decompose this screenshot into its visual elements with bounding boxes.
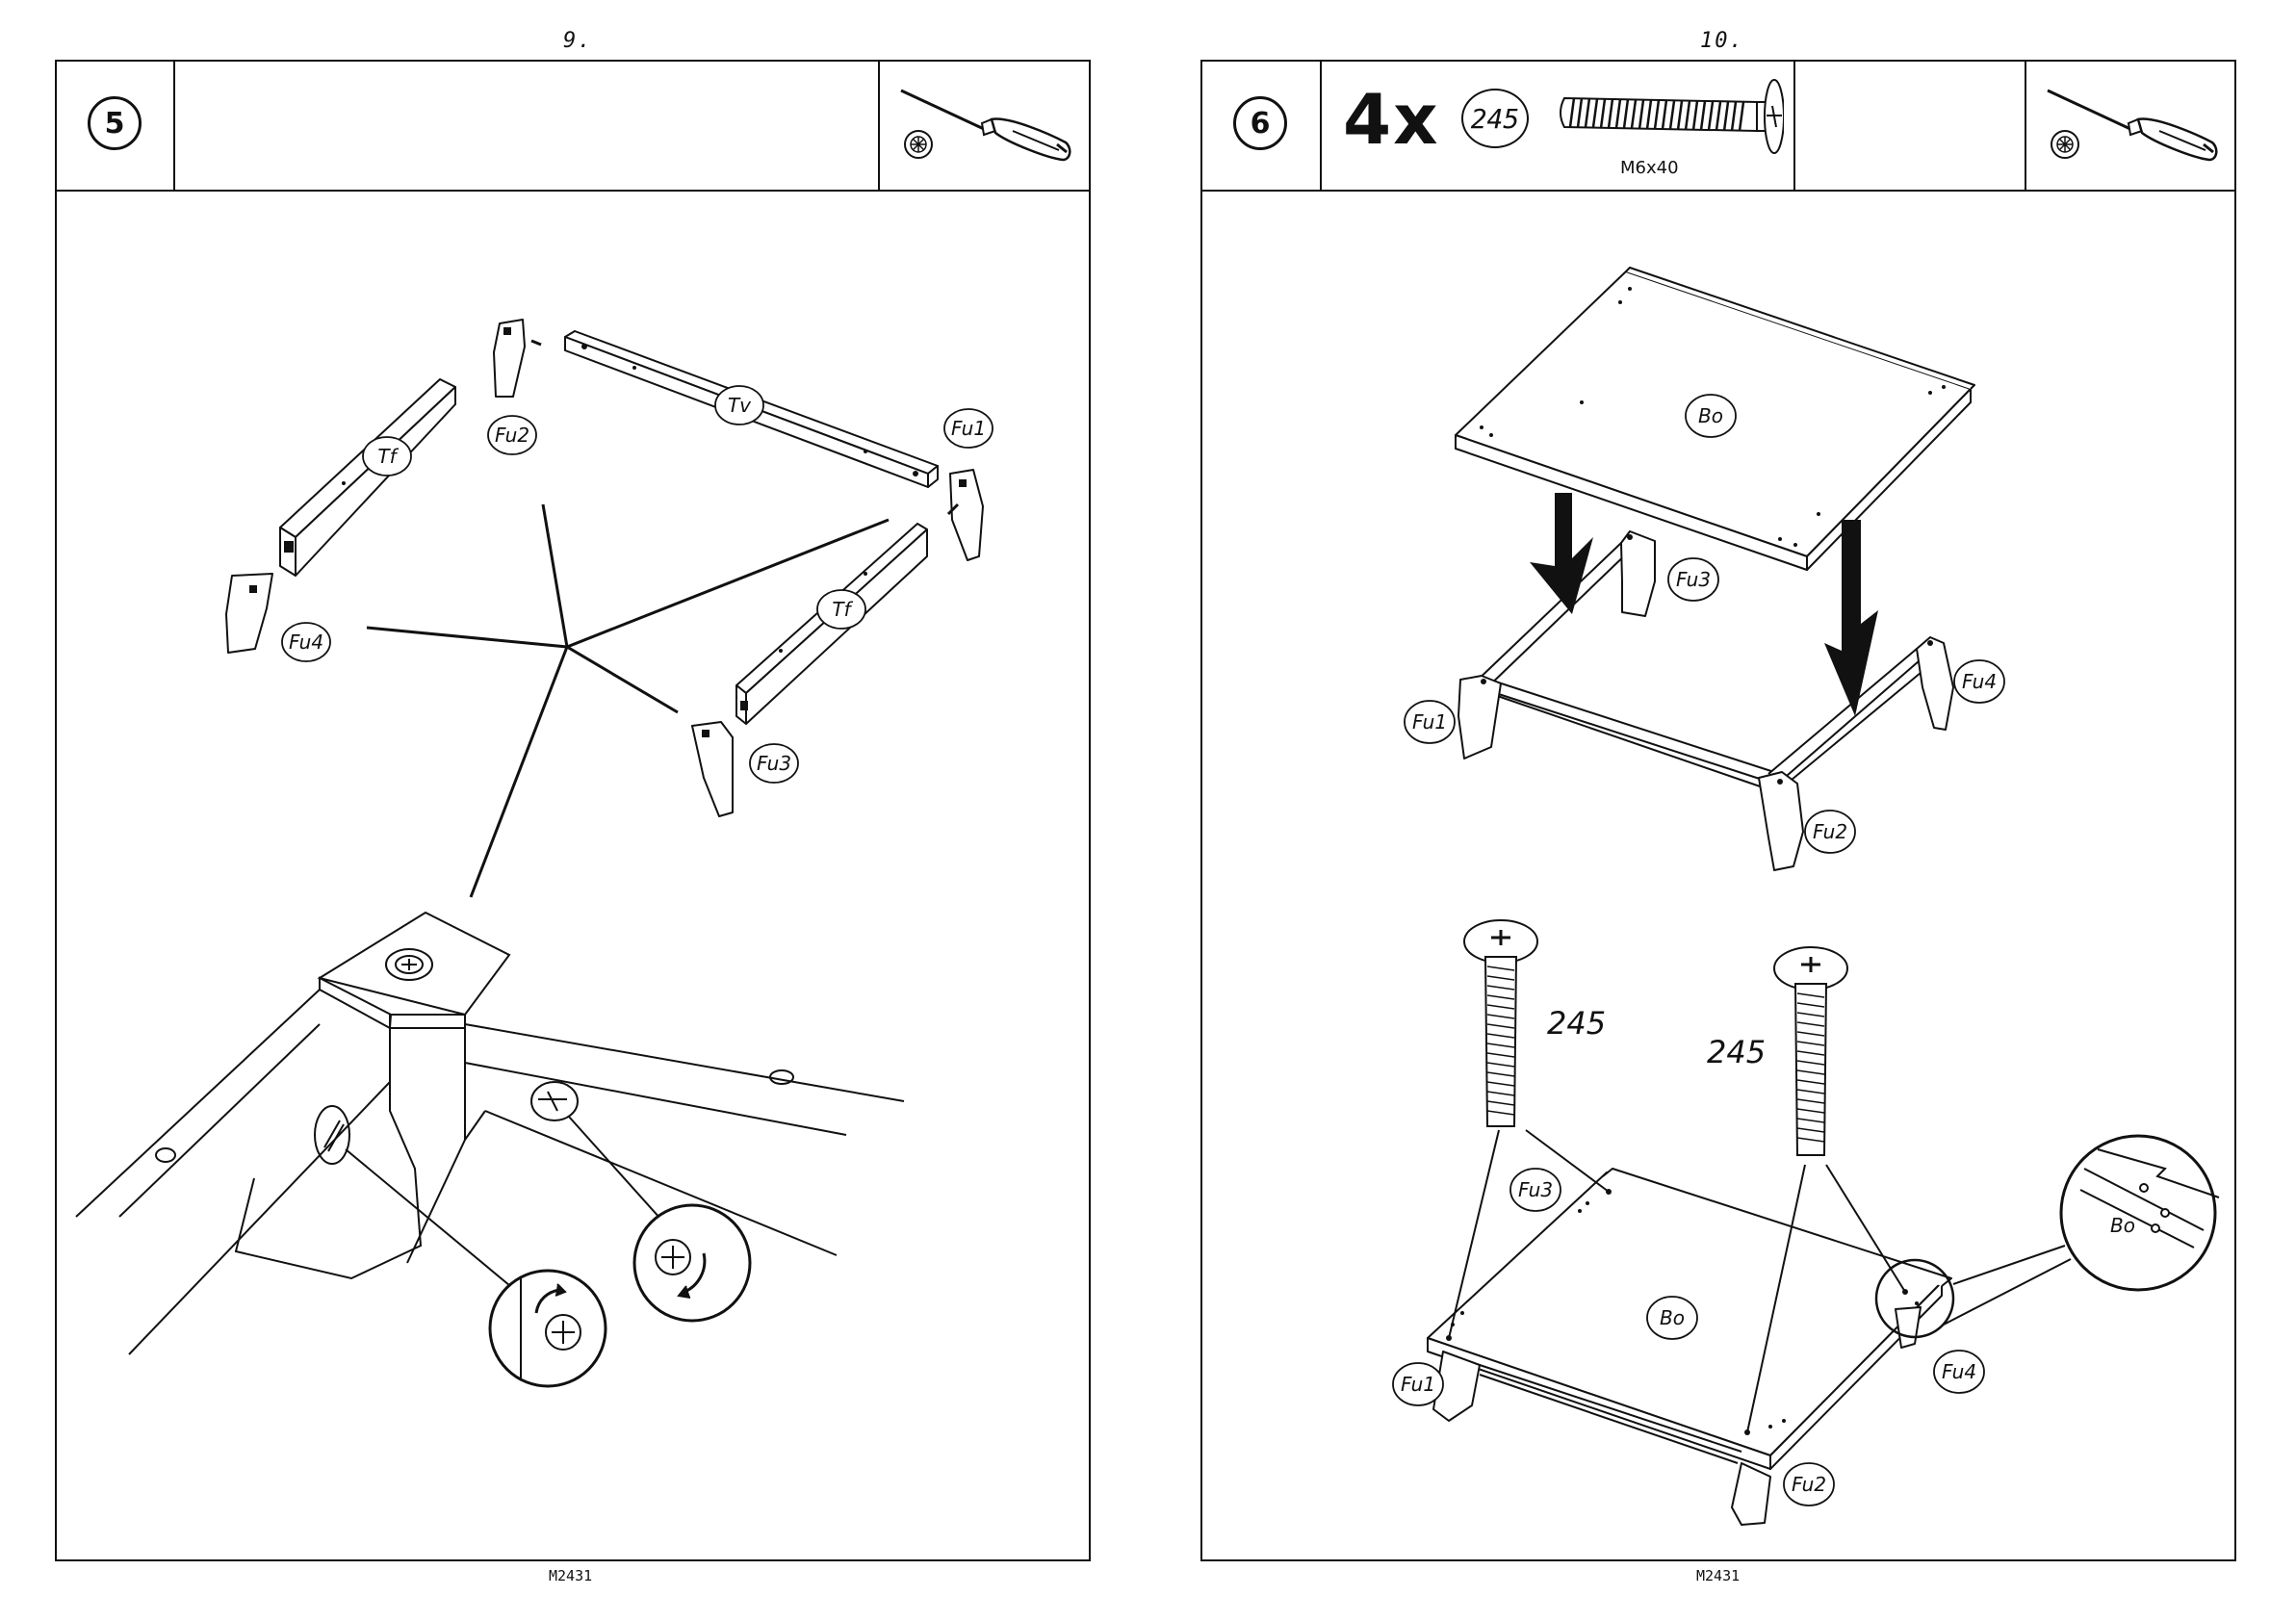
label-fu1: Fu1 — [951, 417, 986, 440]
label-fu4-lower: Fu4 — [1942, 1360, 1976, 1383]
label-fu1-upper: Fu1 — [1412, 710, 1447, 734]
label-tf-right: Tf — [832, 598, 853, 621]
footer-code-left: M2431 — [549, 1567, 592, 1584]
label-fu4-upper: Fu4 — [1962, 670, 1997, 693]
corner-detail — [76, 913, 904, 1386]
label-bo-detail: Bo — [2110, 1214, 2135, 1237]
frame-assembly-drawing: Tf Fu2 Tv Fu1 Fu4 Tf Fu3 — [57, 62, 1089, 1559]
label-fu2-upper: Fu2 — [1813, 820, 1847, 843]
footer-code-right: M2431 — [1696, 1567, 1740, 1584]
label-bo-lower: Bo — [1660, 1306, 1685, 1329]
label-fu3-lower: Fu3 — [1518, 1178, 1553, 1201]
label-tf-left: Tf — [377, 445, 399, 468]
label-bo-upper: Bo — [1698, 404, 1723, 427]
screw-callout-right: 245 — [1707, 1034, 1766, 1070]
screw-245-left — [1464, 920, 1537, 1126]
label-tv: Tv — [728, 394, 752, 417]
label-fu4: Fu4 — [289, 631, 323, 654]
bottom-panel-assembly-drawing: Bo Fu3 Fu4 Fu1 Fu2 — [1202, 62, 2234, 1559]
label-fu1-lower: Fu1 — [1401, 1373, 1435, 1396]
leg-fu3-part — [692, 722, 733, 816]
screw-245-right — [1774, 947, 1847, 1155]
label-fu3: Fu3 — [757, 752, 791, 775]
frame-upper — [1472, 543, 1632, 691]
instruction-sheet-step-5: 5 — [55, 60, 1091, 1561]
callout-lines — [367, 504, 889, 897]
label-fu2-lower: Fu2 — [1792, 1473, 1826, 1496]
screw-callout-left: 245 — [1547, 1005, 1606, 1042]
label-fu3-upper: Fu3 — [1676, 568, 1711, 591]
page-number-left: 9. — [563, 29, 593, 53]
label-fu2: Fu2 — [495, 424, 529, 447]
page-number-right: 10. — [1700, 29, 1744, 53]
down-arrow-right — [1824, 520, 1878, 716]
instruction-sheet-step-6: 6 4x 245 — [1200, 60, 2236, 1561]
